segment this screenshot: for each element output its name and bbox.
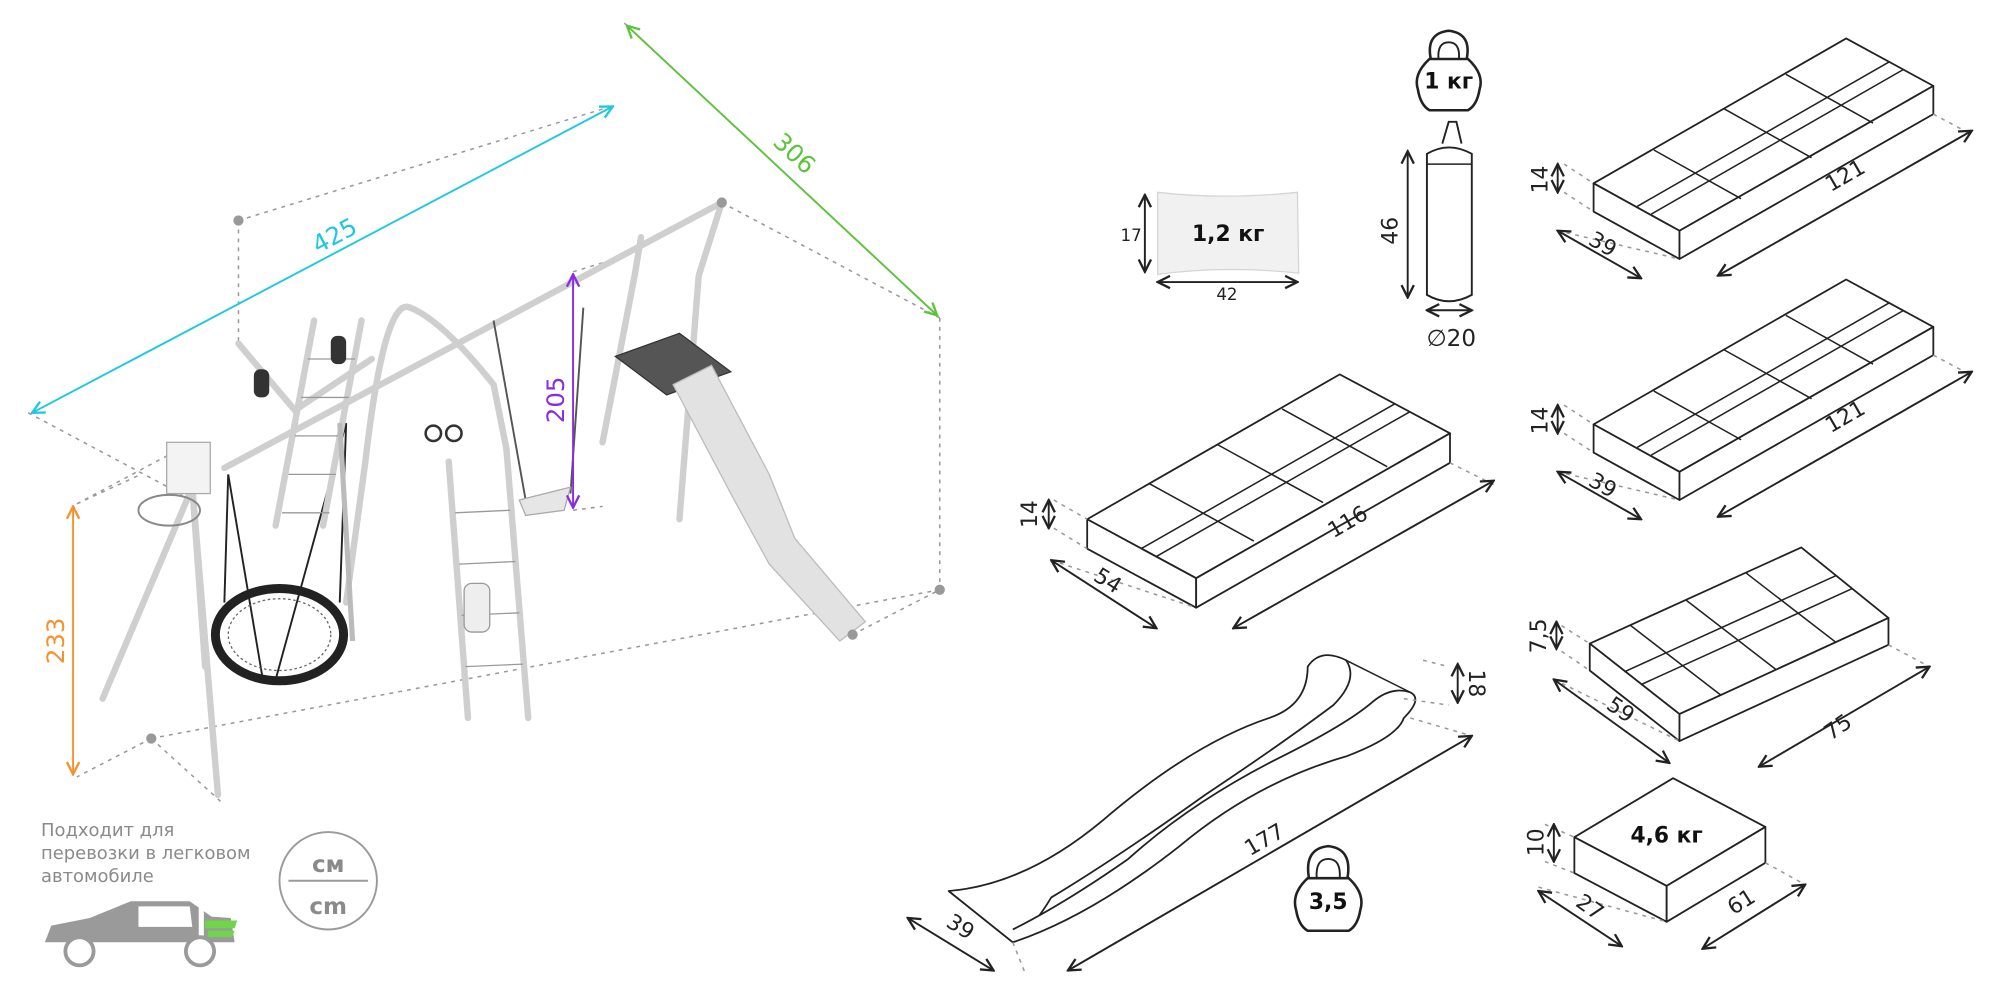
basketball-hoop [137,493,201,527]
box5-length-label: 61 [1723,885,1760,921]
kettlebell-icon-1kg: 1 кг [1415,29,1482,112]
box5-height-label: 10 [1525,828,1550,856]
kettlebell-1kg-label: 1 кг [1424,69,1473,94]
nest-swing [210,583,349,686]
depth-dimension-label: 306 [768,127,822,180]
package-box-1: 14 39 121 [1528,37,1971,278]
slide [672,364,867,642]
sandbag-width-label: 42 [1216,285,1237,304]
slide-height-label: 18 [1463,669,1488,697]
box2-width-label: 39 [1584,468,1621,504]
playset-illustration: 425 306 205 233 [27,22,945,802]
length-dimension-line [32,106,613,412]
sandbag-package: 1,2 кг 17 42 [1121,191,1300,304]
car-transport-note: Подходит для перевозки в легковом автомо… [41,820,251,968]
total-height-dimension-label: 233 [41,618,70,664]
package-box-5: 4,6 кг 10 27 61 [1525,777,1806,949]
package-box-4: 7,5 59 75 [1527,546,1929,766]
kettlebell-icon-3-5kg: 3,5 [1293,844,1363,933]
slide-package: 18 39 177 [908,654,1488,975]
basketball-backboard [166,441,211,495]
sandbag-height-label: 17 [1121,226,1142,245]
punching-bag-height-label: 46 [1378,217,1403,245]
beam-height-dimension-label: 205 [541,377,570,423]
package-box-3: 14 54 116 [1018,373,1493,628]
box5-weight: 4,6 кг [1630,823,1702,848]
length-dimension-label: 425 [307,212,362,259]
sandbag-weight: 1,2 кг [1192,222,1264,247]
depth-dimension-line [627,26,937,316]
units-badge: см cm [278,831,378,931]
note-line-2: перевозки в легковом [41,843,251,864]
slide-width-label: 39 [942,910,979,946]
box4-height-label: 7,5 [1527,619,1552,654]
package-box-2: 14 39 121 [1528,278,1971,519]
units-ru: см [312,852,345,878]
kettlebell-3-5kg-label: 3,5 [1309,890,1348,915]
box4-length-label: 75 [1820,710,1857,746]
box3-height-label: 14 [1018,500,1043,528]
note-line-3: автомобиле [41,866,154,887]
box5-width-label: 27 [1571,890,1608,926]
note-line-1: Подходит для [41,820,174,841]
box1-width-label: 39 [1584,227,1621,263]
box3-width-label: 54 [1089,563,1126,599]
box2-height-label: 14 [1528,407,1553,435]
box1-height-label: 14 [1528,166,1553,194]
units-en: cm [309,894,347,920]
car-icon [44,901,238,968]
punching-bag-diameter-label: ∅20 [1427,326,1476,352]
punching-bag: 46 ∅20 [1378,120,1476,352]
